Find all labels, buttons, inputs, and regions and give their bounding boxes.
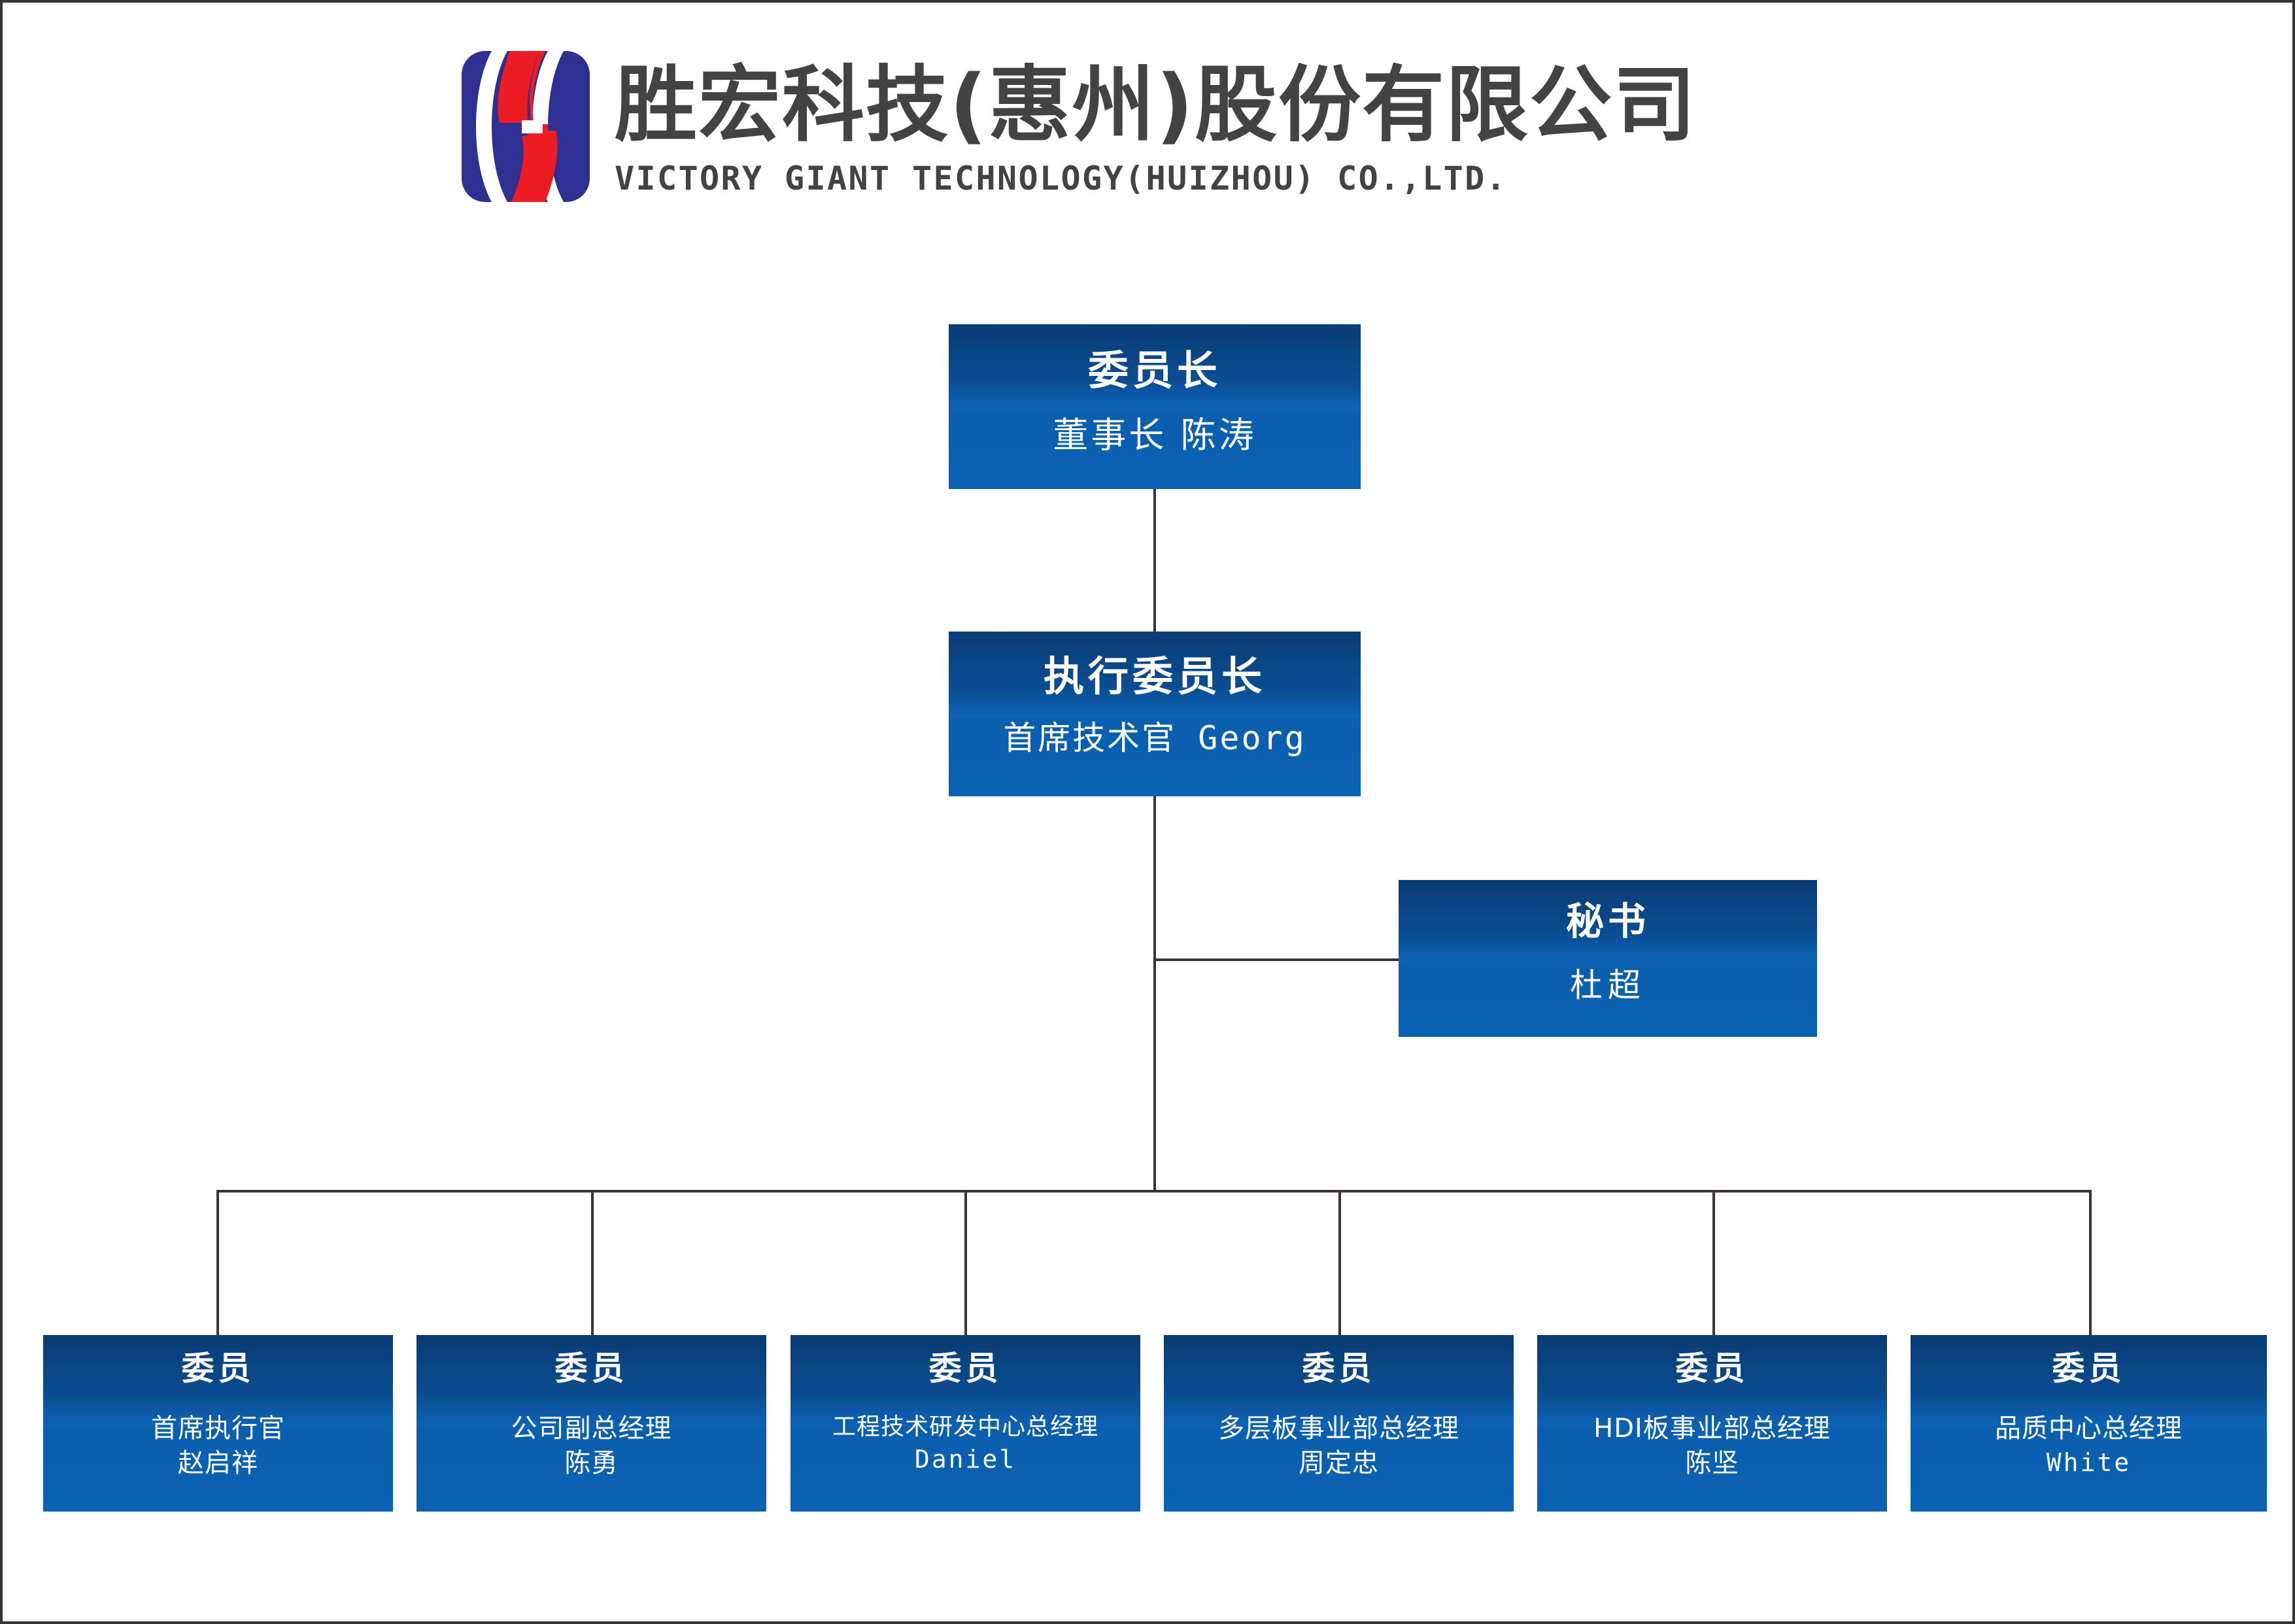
victory-giant-s-logo-icon bbox=[462, 51, 590, 202]
org-node-executive-chairman[interactable]: 执行委员长 首席技术官 Georg bbox=[949, 632, 1361, 796]
node-title: 委员 bbox=[1302, 1349, 1376, 1387]
connector-drop-member-0 bbox=[216, 1190, 219, 1335]
node-subtitle: 杜超 bbox=[1570, 966, 1646, 1004]
org-node-member-2[interactable]: 委员 工程技术研发中心总经理 Daniel bbox=[790, 1335, 1140, 1512]
org-node-member-1[interactable]: 委员 公司副总经理 陈勇 bbox=[416, 1335, 766, 1512]
node-subtitle: 首席技术官 Georg bbox=[1003, 719, 1306, 757]
node-subtitle: 董事长 陈涛 bbox=[1053, 414, 1257, 456]
connector-drop-member-4 bbox=[1712, 1190, 1715, 1335]
node-name: 周定忠 bbox=[1299, 1448, 1379, 1479]
connector-drop-member-1 bbox=[591, 1190, 594, 1335]
company-name-block: 胜宏科技(惠州)股份有限公司 VICTORY GIANT TECHNOLOGY(… bbox=[615, 55, 1697, 198]
company-name-en: VICTORY GIANT TECHNOLOGY(HUIZHOU) CO.,LT… bbox=[615, 160, 1508, 198]
connector-chairman-to-exec bbox=[1153, 489, 1156, 633]
connector-exec-trunk bbox=[1153, 796, 1156, 1192]
node-name: Daniel bbox=[914, 1445, 1017, 1474]
node-name: 陈勇 bbox=[564, 1448, 619, 1479]
node-title: 委员 bbox=[181, 1349, 255, 1387]
org-node-member-3[interactable]: 委员 多层板事业部总经理 周定忠 bbox=[1164, 1335, 1514, 1512]
node-title: 委员 bbox=[2052, 1349, 2126, 1387]
node-name: White bbox=[2046, 1448, 2132, 1478]
connector-drop-member-3 bbox=[1338, 1190, 1341, 1335]
org-node-member-5[interactable]: 委员 品质中心总经理 White bbox=[1911, 1335, 2267, 1512]
connector-exec-to-secretary bbox=[1153, 958, 1401, 961]
node-title: 委员 bbox=[554, 1349, 628, 1387]
org-node-member-0[interactable]: 委员 首席执行官 赵启祥 bbox=[43, 1335, 393, 1512]
node-title: 秘书 bbox=[1565, 899, 1650, 943]
node-title: 委员 bbox=[928, 1349, 1002, 1387]
node-title: 委员长 bbox=[1087, 347, 1221, 394]
node-name: 赵启祥 bbox=[178, 1448, 258, 1479]
node-role: 工程技术研发中心总经理 bbox=[832, 1413, 1098, 1440]
node-role: 品质中心总经理 bbox=[1995, 1413, 2183, 1444]
node-role: 首席执行官 bbox=[151, 1413, 285, 1444]
node-title: 委员 bbox=[1675, 1349, 1749, 1387]
company-header: 胜宏科技(惠州)股份有限公司 VICTORY GIANT TECHNOLOGY(… bbox=[460, 50, 1697, 203]
org-node-member-4[interactable]: 委员 HDI板事业部总经理 陈坚 bbox=[1537, 1335, 1887, 1512]
node-title: 执行委员长 bbox=[1043, 652, 1266, 700]
connector-drop-member-2 bbox=[964, 1190, 967, 1335]
connector-member-bus bbox=[216, 1190, 2092, 1193]
connector-drop-member-5 bbox=[2089, 1190, 2092, 1335]
node-role: 公司副总经理 bbox=[511, 1413, 672, 1444]
node-role: 多层板事业部总经理 bbox=[1218, 1413, 1459, 1444]
org-node-secretary[interactable]: 秘书 杜超 bbox=[1399, 880, 1817, 1037]
node-name: 陈坚 bbox=[1685, 1448, 1739, 1479]
node-role: HDI板事业部总经理 bbox=[1593, 1413, 1831, 1444]
company-name-cn: 胜宏科技(惠州)股份有限公司 bbox=[615, 56, 1697, 153]
org-node-chairman[interactable]: 委员长 董事长 陈涛 bbox=[949, 324, 1361, 489]
